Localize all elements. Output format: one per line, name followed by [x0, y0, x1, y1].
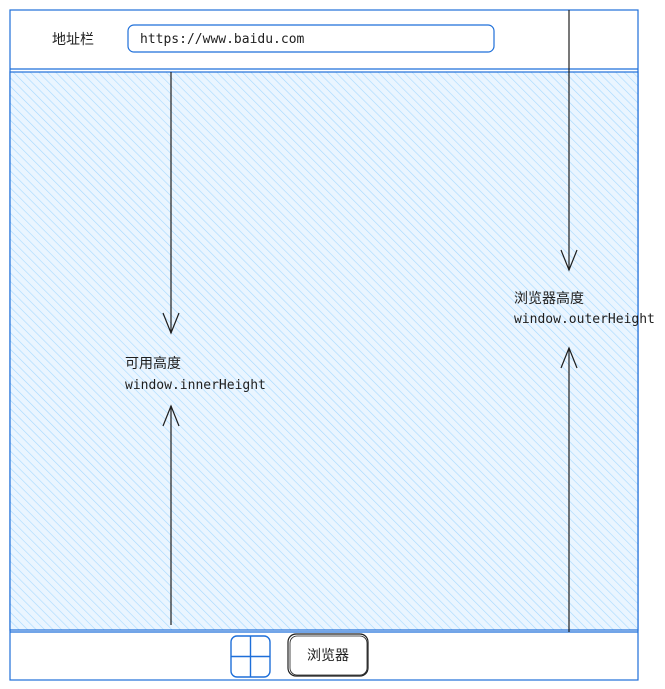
outer-height-code: window.outerHeight [514, 312, 655, 327]
taskbar-browser-button[interactable]: 浏览器 [287, 633, 369, 677]
address-bar-url: https://www.baidu.com [140, 32, 305, 47]
windows-icon[interactable] [230, 635, 271, 678]
taskbar-browser-label: 浏览器 [307, 648, 349, 664]
outer-height-arrow-up [560, 346, 578, 632]
address-bar-input[interactable] [127, 24, 495, 53]
inner-height-arrow-up [162, 404, 180, 625]
outer-height-arrow-down [560, 10, 578, 272]
inner-height-arrow-down [162, 72, 180, 335]
viewport-area [9, 71, 639, 631]
inner-height-title: 可用高度 [125, 355, 181, 372]
inner-height-code: window.innerHeight [125, 378, 266, 393]
address-bar-label: 地址栏 [52, 32, 94, 48]
outer-height-title: 浏览器高度 [514, 290, 584, 307]
